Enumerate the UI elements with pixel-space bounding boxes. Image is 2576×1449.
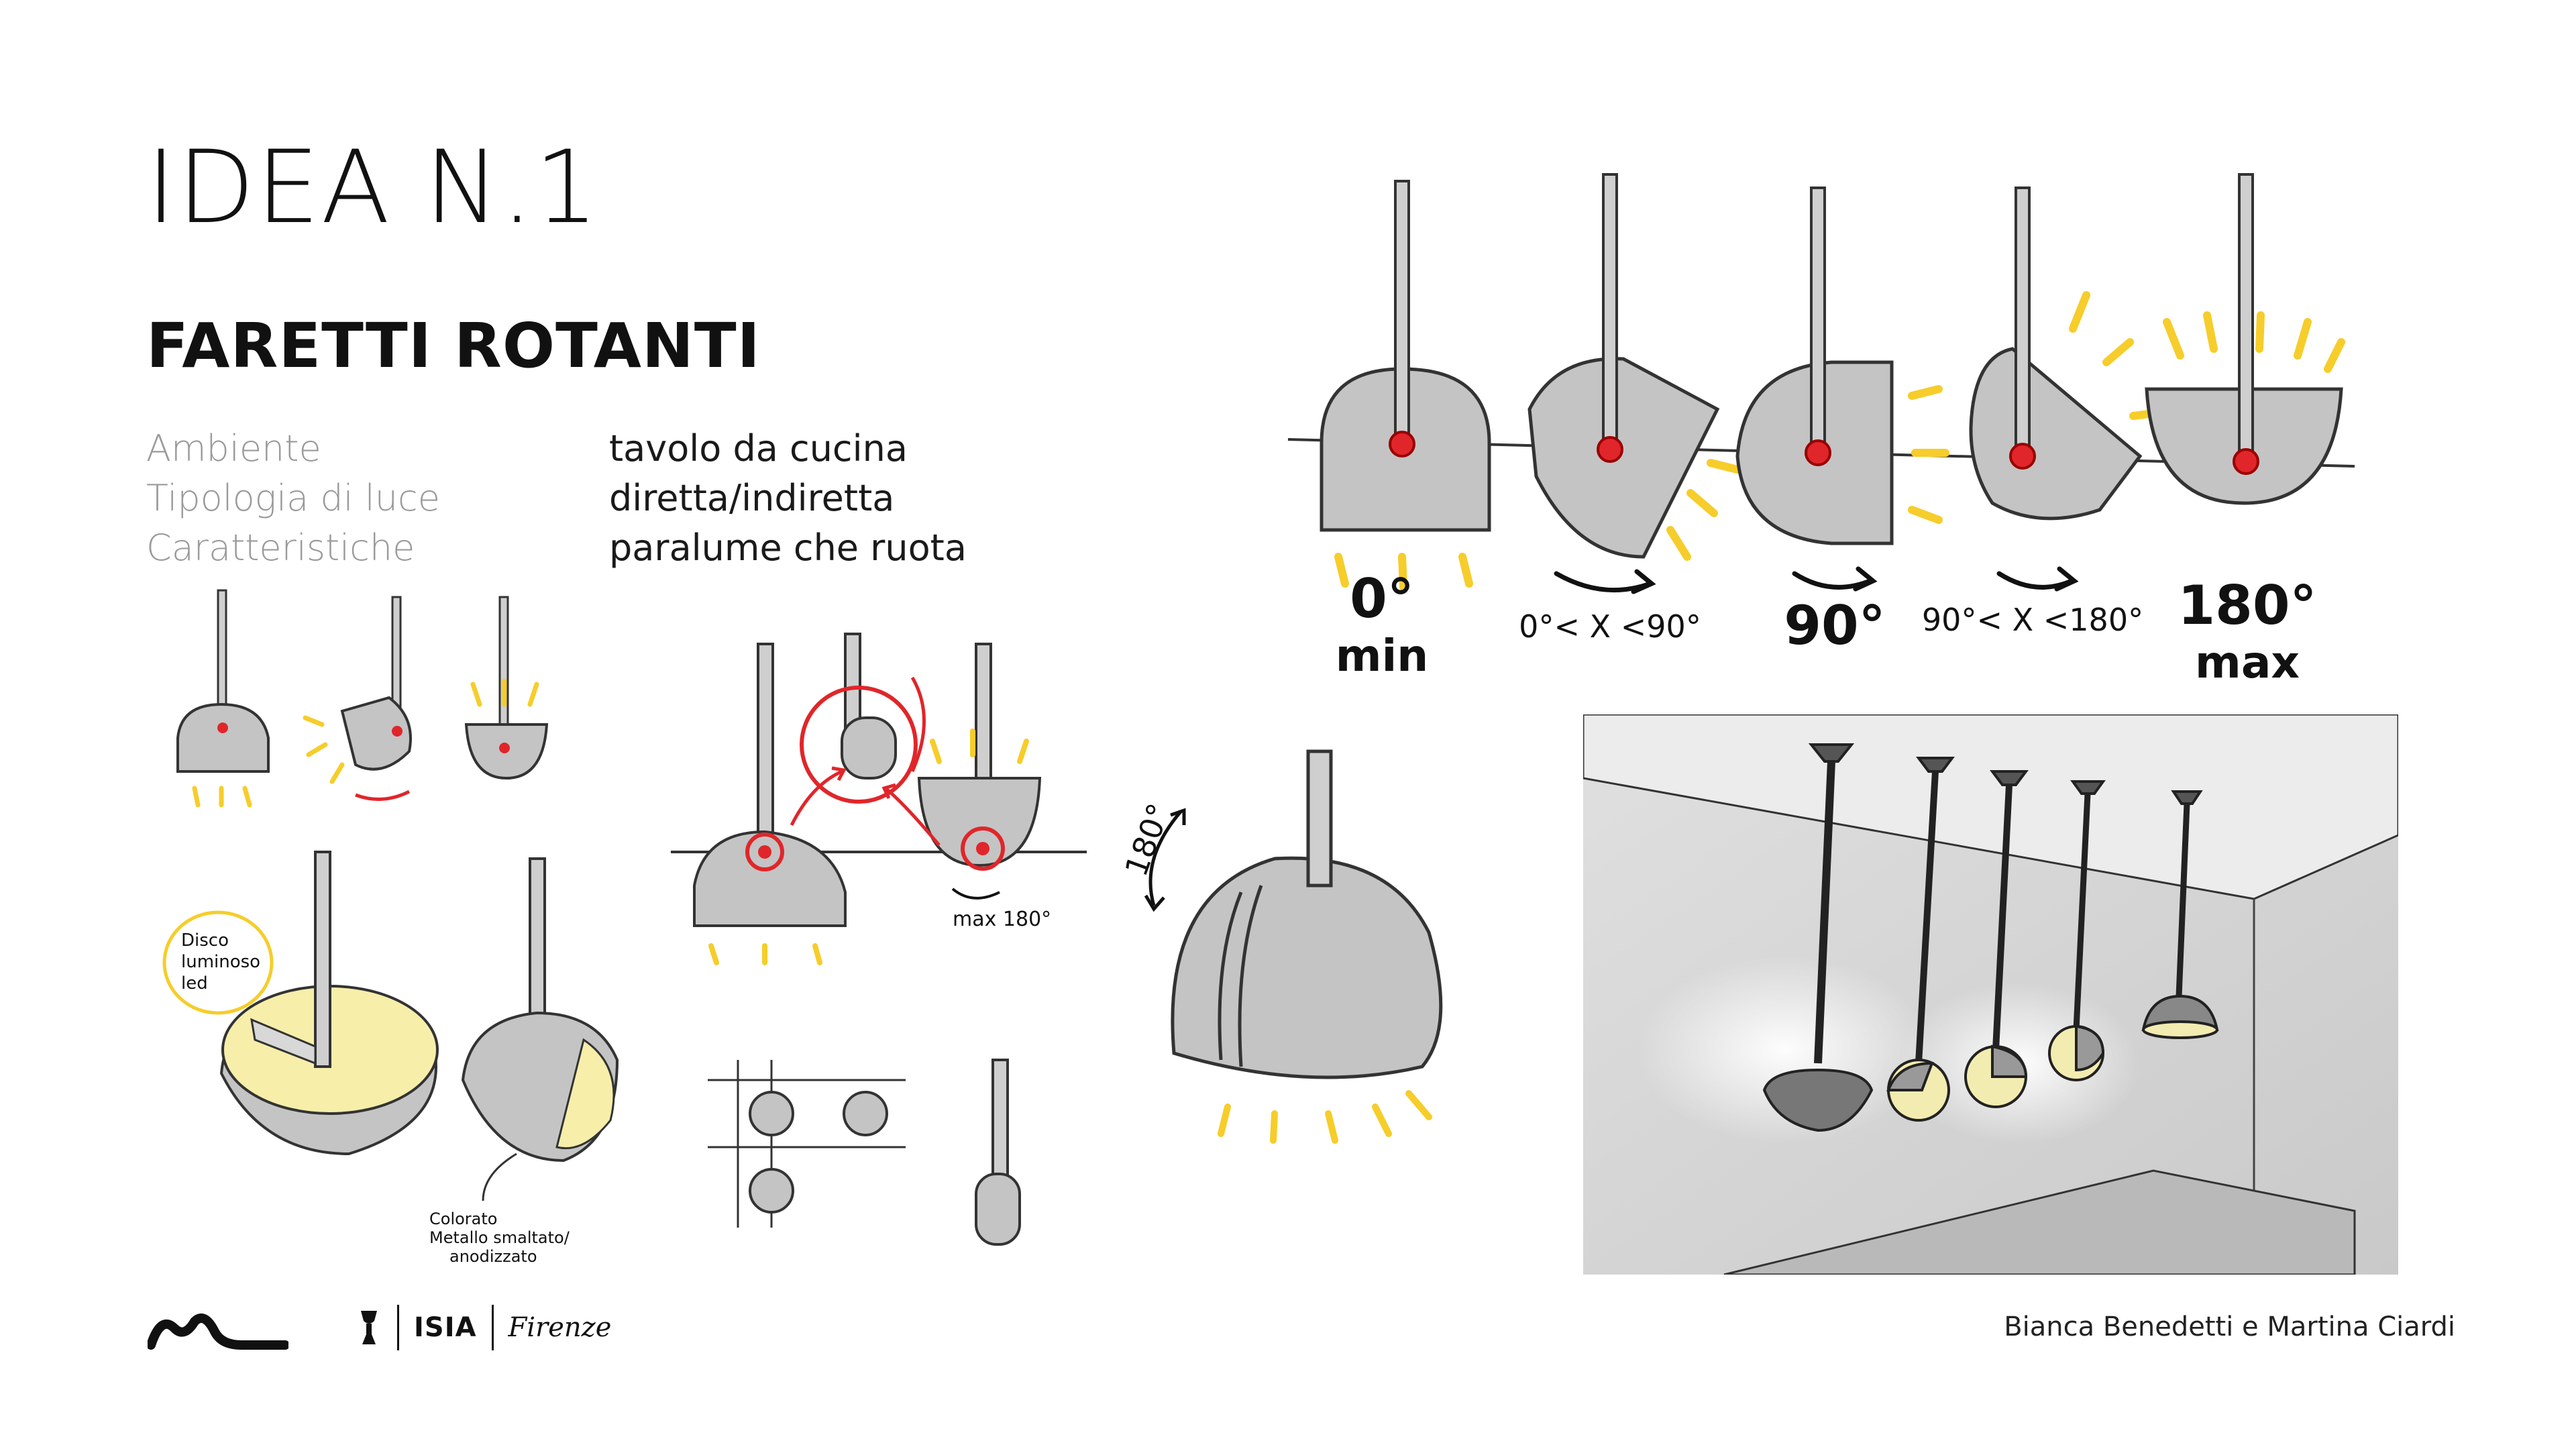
isia-logo: ISIA Firenze: [356, 1305, 611, 1350]
page-subtitle: FARETTI ROTANTI: [146, 310, 761, 382]
large-lamp-sketch: 180°: [1118, 749, 1443, 1144]
annotation-disco-3: led: [181, 973, 208, 994]
pendant-lamp-4: [2048, 780, 2106, 1081]
step-angle-90: 90°: [1784, 594, 1885, 657]
mechanism-sketch: max 180°: [671, 633, 1087, 965]
step-angle-180: 180°: [2178, 574, 2317, 637]
pendant-lamp-2: [1886, 757, 1955, 1122]
page-title: IDEA N.1: [146, 129, 600, 246]
spec-value: tavolo da cucina: [609, 427, 908, 470]
annotation-colorato-2: Metallo smaltato/: [429, 1228, 570, 1247]
spec-value: paralume che ruota: [609, 527, 967, 569]
authors-credit: Bianca Benedetti e Martina Ciardi: [2004, 1311, 2455, 1342]
detail-sketches: [708, 1059, 1021, 1246]
isia-city: Firenze: [508, 1312, 612, 1343]
annotation-max180: max 180°: [953, 908, 1051, 931]
spec-label: Ambiente: [146, 427, 321, 470]
annotation-180-degrees: 180°: [1118, 799, 1177, 881]
cutaway-sketches: Disco luminoso led Colorato Metallo smal…: [162, 851, 619, 1266]
annotation-colorato-1: Colorato: [429, 1210, 497, 1228]
logo-separator: [491, 1305, 494, 1350]
lamp-180-degrees: [2145, 173, 2345, 505]
isia-wordmark: ISIA: [414, 1312, 477, 1343]
isia-emblem-icon: [361, 1311, 377, 1344]
annotation-disco-1: Disco: [181, 930, 229, 951]
pendant-lamp-3: [1964, 770, 2029, 1108]
studio-logo-icon: [148, 1313, 288, 1350]
pendant-lamp-1: [1762, 743, 1874, 1132]
lamp-0-degrees: [1320, 180, 1491, 591]
rotation-arrows: [1554, 566, 2079, 594]
lamp-90-degrees: [1735, 186, 1949, 545]
spec-value: diretta/indiretta: [609, 477, 895, 519]
step-note-min: min: [1336, 630, 1428, 682]
step-angle-45: 0°< X <90°: [1519, 608, 1701, 645]
lamp-45-degrees: [1527, 173, 1741, 561]
logo-separator: [397, 1305, 399, 1350]
pendant-lamp-5: [2141, 790, 2219, 1039]
step-angle-0: 0°: [1350, 568, 1414, 630]
spec-label: Tipologia di luce: [146, 477, 440, 519]
annotation-colorato-3: anodizzato: [449, 1247, 537, 1266]
step-note-max: max: [2195, 637, 2300, 688]
small-lamp-sketches: [176, 589, 549, 808]
lamp-135-degrees: [1969, 186, 2164, 521]
step-angle-135: 90°< X <180°: [1922, 602, 2143, 638]
rotation-sequence-sketch: 0° min 0°< X <90° 90° 90°< X <180° 180° …: [1287, 173, 2355, 688]
kitchen-render-illustration: [1583, 714, 2398, 1275]
annotation-disco-2: luminoso: [181, 952, 260, 972]
spec-label: Caratteristiche: [146, 527, 415, 569]
